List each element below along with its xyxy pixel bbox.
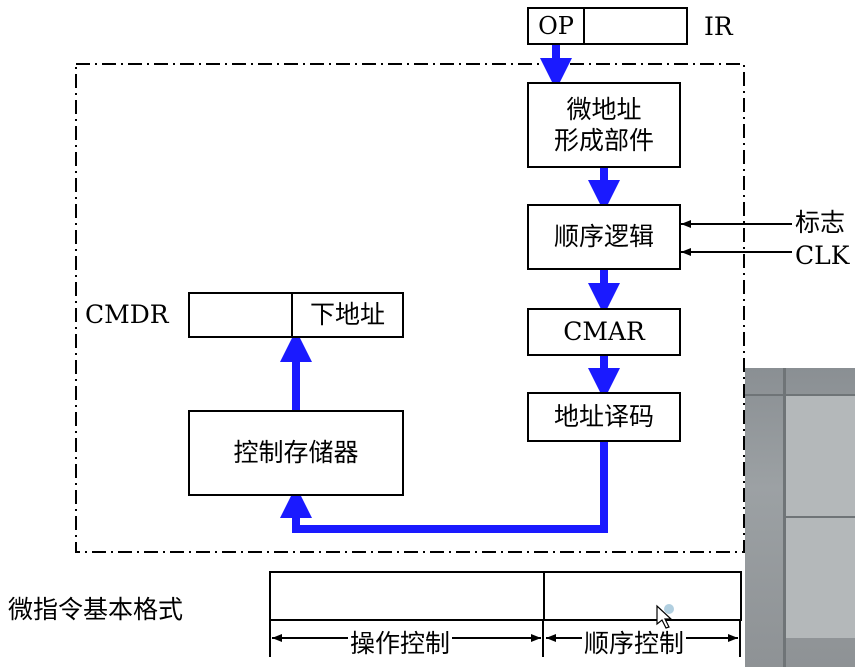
control-unit-frame [75,63,745,553]
seq-control-label: 顺序控制 [582,624,687,660]
cmdr-next-address-field: 下地址 [291,292,404,338]
op-control-label: 操作控制 [348,624,453,660]
sequence-logic: 顺序逻辑 [527,204,681,270]
format-title: 微指令基本格式 [8,595,184,624]
arrow-decode-to-store [280,442,608,533]
cmar-label: CMAR [563,317,645,347]
cmdr-operation-field [188,292,293,338]
micro-address-generator: 微地址 形成部件 [527,82,681,168]
control-store: 控制存储器 [188,410,404,496]
address-decoder: 地址译码 [527,392,681,442]
op-label: OP [538,12,574,40]
ir-op-field: OP [527,7,585,45]
cmdr-label: CMDR [85,300,169,329]
next-address-label: 下地址 [309,300,385,330]
cmar-register: CMAR [527,308,681,356]
ir-address-field [583,7,688,45]
flag-label: 标志 [795,208,846,237]
sequence-logic-label: 顺序逻辑 [553,222,654,252]
ir-label: IR [704,12,733,41]
address-decoder-label: 地址译码 [553,402,654,432]
format-seq-field [543,571,742,621]
clk-label: CLK [795,241,850,270]
control-store-label: 控制存储器 [233,438,359,468]
presenter-video-overlay [745,368,855,667]
format-op-field [269,571,545,621]
micro-address-generator-label: 微地址 形成部件 [553,94,654,155]
